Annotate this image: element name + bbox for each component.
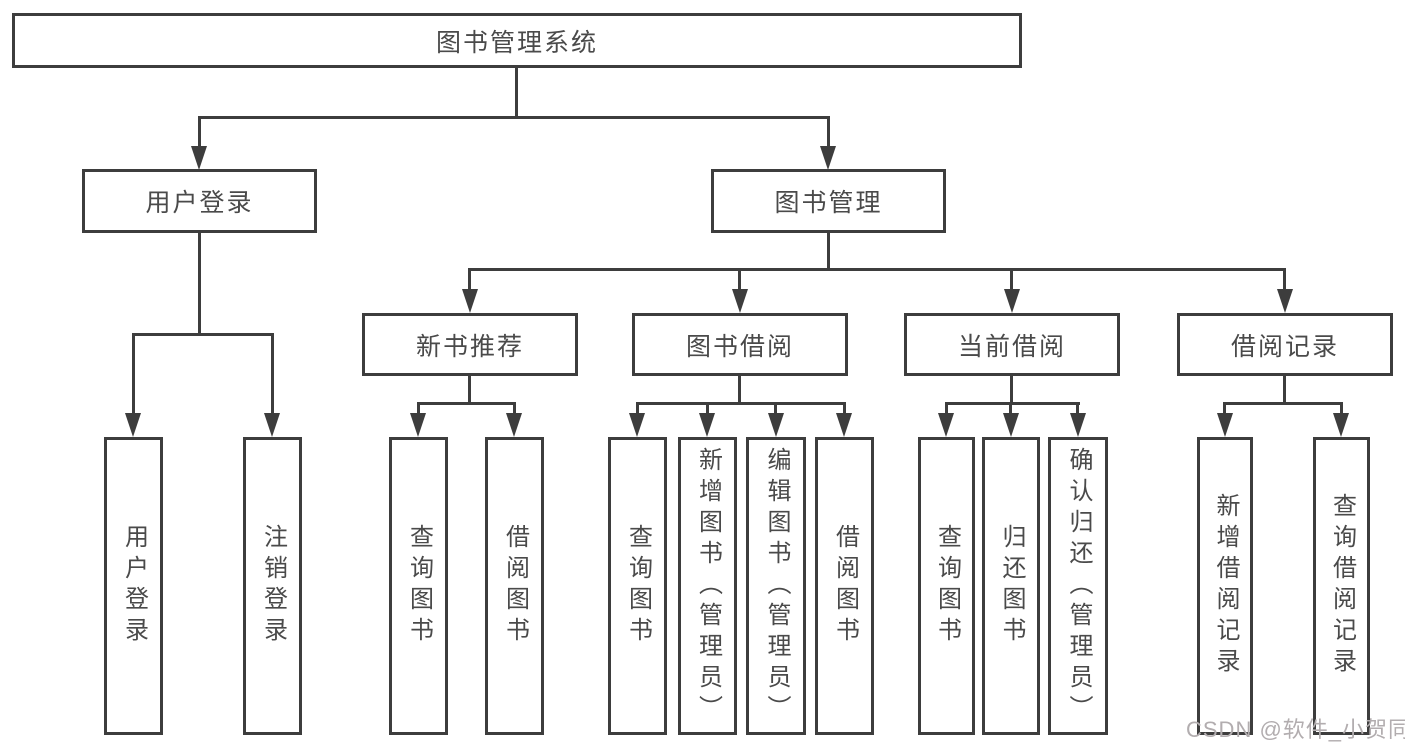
arrowhead-down-icon [699, 413, 715, 437]
node-current-borrowing: 当前借阅 [904, 313, 1120, 376]
arrowhead-down-icon [1217, 413, 1233, 437]
leaf-recommend-query-books-label: 查询图书 [405, 524, 433, 648]
leaf-current-confirm-return-admin: 确认归还（管理员） [1048, 437, 1108, 735]
connector-to-leaf-current-return [1009, 402, 1012, 415]
connector-to-leaf-borrowing-edit [774, 402, 777, 415]
leaf-borrowing-add-books-admin: 新增图书（管理员） [678, 437, 737, 735]
connector-recommend-hline [417, 402, 516, 405]
connector-borrowing-hline [636, 402, 846, 405]
leaf-current-confirm-return-admin-label: 确认归还（管理员） [1065, 446, 1092, 726]
leaf-borrowing-query-books: 查询图书 [608, 437, 667, 735]
arrowhead-down-icon [1070, 413, 1086, 437]
node-new-book-recommend: 新书推荐 [362, 313, 578, 376]
connector-root-to-user-login [198, 116, 201, 146]
leaf-recommend-borrow-books-label: 借阅图书 [501, 524, 529, 648]
connector-to-leaf-recommend-query [417, 402, 420, 415]
leaf-logout-label: 注销登录 [259, 524, 287, 648]
arrowhead-down-icon [1333, 413, 1349, 437]
csdn-watermark: CSDN @软件_小贺同学 [1186, 717, 1405, 742]
node-root-label: 图书管理系统 [435, 28, 598, 57]
arrowhead-down-icon [506, 413, 522, 437]
node-new-book-recommend-label: 新书推荐 [415, 332, 524, 361]
arrowhead-down-icon [732, 289, 748, 313]
node-user-login: 用户登录 [82, 169, 317, 233]
connector-to-new-book-recommend [468, 268, 471, 292]
leaf-current-query-books: 查询图书 [918, 437, 975, 735]
connector-current-stem [1010, 376, 1013, 404]
connector-to-leaf-borrowing-add [706, 402, 709, 415]
connector-recommend-stem [468, 376, 471, 404]
arrowhead-down-icon [768, 413, 784, 437]
node-book-management: 图书管理 [711, 169, 946, 233]
arrowhead-down-icon [410, 413, 426, 437]
connector-to-leaf-borrowing-borrow [843, 402, 846, 415]
connector-book-management-stem [827, 233, 830, 271]
arrowhead-down-icon [1003, 413, 1019, 437]
connector-records-hline [1223, 402, 1343, 405]
connector-to-leaf-current-confirm [1076, 402, 1079, 415]
connector-records-stem [1283, 376, 1286, 404]
leaf-records-add-record-label: 新增借阅记录 [1212, 493, 1239, 679]
node-root: 图书管理系统 [12, 13, 1022, 68]
connector-to-leaf-records-query [1340, 402, 1343, 415]
connector-current-hline [945, 402, 1080, 405]
arrowhead-down-icon [1004, 289, 1020, 313]
arrowhead-down-icon [125, 413, 141, 437]
leaf-borrowing-add-books-admin-label: 新增图书（管理员） [694, 446, 722, 726]
leaf-user-login: 用户登录 [104, 437, 163, 735]
leaf-logout: 注销登录 [243, 437, 302, 735]
connector-to-leaf-logout [271, 333, 274, 415]
arrowhead-down-icon [191, 146, 207, 170]
arrowhead-down-icon [938, 413, 954, 437]
leaf-borrowing-edit-books-admin: 编辑图书（管理员） [746, 437, 806, 735]
node-user-login-label: 用户登录 [145, 189, 254, 217]
leaf-records-query-record-label: 查询借阅记录 [1328, 493, 1356, 679]
leaf-borrowing-edit-books-admin-label: 编辑图书（管理员） [763, 446, 790, 726]
connector-to-leaf-current-query [945, 402, 948, 415]
connector-to-leaf-recommend-borrow [513, 402, 516, 415]
node-book-borrowing: 图书借阅 [632, 313, 848, 376]
connector-to-book-borrowing [738, 268, 741, 292]
connector-user-login-hline [132, 333, 274, 336]
arrowhead-down-icon [264, 413, 280, 437]
arrowhead-down-icon [820, 146, 836, 170]
node-borrowing-records-label: 借阅记录 [1230, 332, 1339, 361]
connector-to-leaf-borrowing-query [636, 402, 639, 415]
leaf-current-return-books: 归还图书 [982, 437, 1040, 735]
connector-to-leaf-records-add [1223, 402, 1226, 415]
leaf-current-return-books-label: 归还图书 [998, 524, 1025, 648]
connector-root-hline [198, 116, 830, 119]
connector-user-login-stem [198, 233, 201, 335]
leaf-recommend-query-books: 查询图书 [389, 437, 448, 735]
node-book-borrowing-label: 图书借阅 [685, 332, 794, 361]
node-current-borrowing-label: 当前借阅 [957, 332, 1066, 361]
arrowhead-down-icon [836, 413, 852, 437]
leaf-records-add-record: 新增借阅记录 [1197, 437, 1253, 735]
arrowhead-down-icon [629, 413, 645, 437]
arrowhead-down-icon [1277, 289, 1293, 313]
connector-to-borrowing-records [1283, 268, 1286, 292]
leaf-user-login-label: 用户登录 [120, 524, 148, 648]
leaf-recommend-borrow-books: 借阅图书 [485, 437, 544, 735]
leaf-borrowing-borrow-books: 借阅图书 [815, 437, 874, 735]
connector-to-leaf-user-login [132, 333, 135, 415]
connector-root-to-book-management [827, 116, 830, 146]
connector-borrowing-stem [738, 376, 741, 404]
node-book-management-label: 图书管理 [774, 189, 883, 217]
connector-book-management-hline [468, 268, 1285, 271]
connector-to-current-borrowing [1010, 268, 1013, 292]
leaf-current-query-books-label: 查询图书 [933, 524, 961, 648]
leaf-borrowing-borrow-books-label: 借阅图书 [831, 524, 859, 648]
leaf-borrowing-query-books-label: 查询图书 [624, 524, 652, 648]
arrowhead-down-icon [462, 289, 478, 313]
leaf-records-query-record: 查询借阅记录 [1313, 437, 1370, 735]
connector-root-stem [515, 68, 518, 118]
node-borrowing-records: 借阅记录 [1177, 313, 1393, 376]
